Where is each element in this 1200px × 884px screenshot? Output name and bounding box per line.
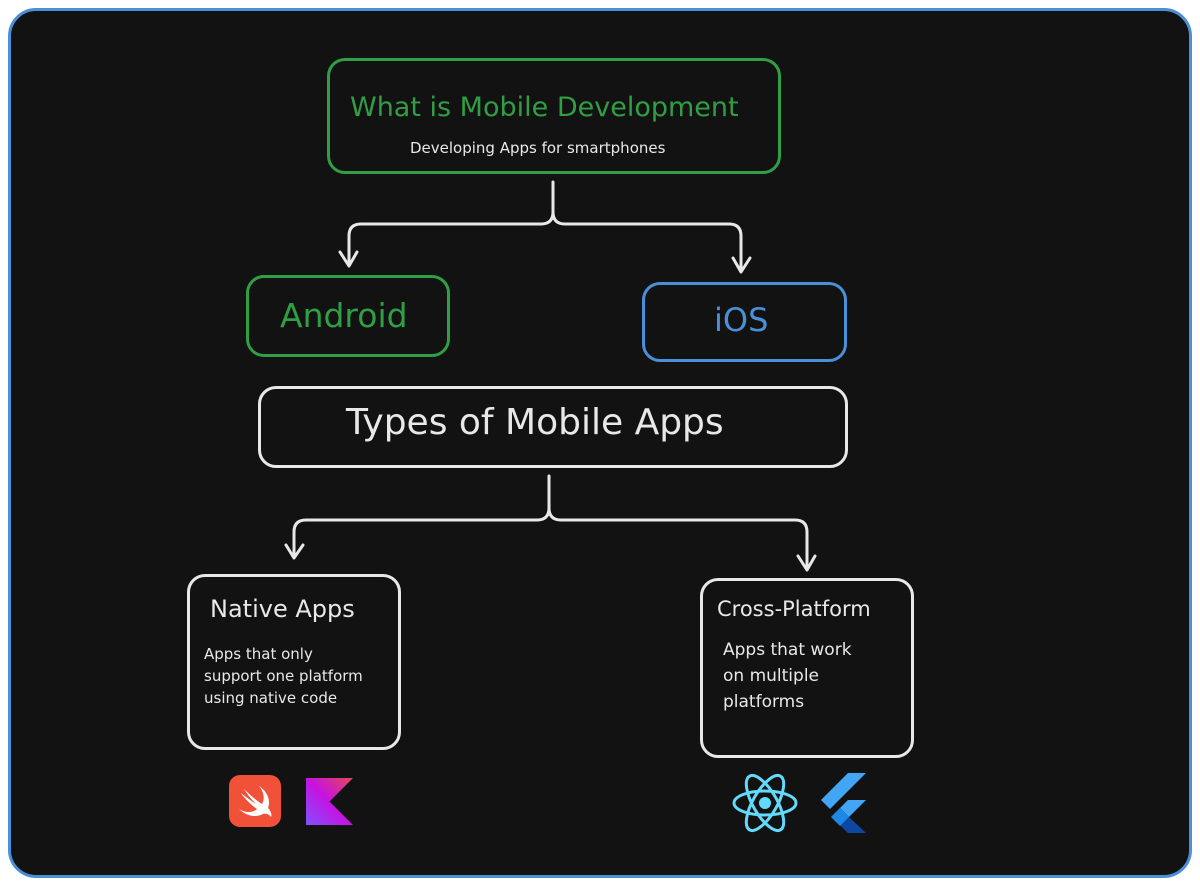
cross-platform-line-2: on multiple [723, 666, 819, 686]
native-apps-title: Native Apps [210, 595, 355, 623]
cross-platform-line-1: Apps that work [723, 640, 852, 660]
arrowhead-native [284, 543, 305, 560]
arrowhead-android [338, 250, 359, 268]
flutter-logo-icon [821, 773, 866, 833]
connector-types-stem [292, 474, 551, 558]
connector-types-right [547, 506, 809, 570]
swift-logo-icon [229, 775, 281, 827]
native-apps-line-1: Apps that only [204, 645, 313, 663]
android-node [246, 275, 450, 357]
connector-root-right [551, 210, 743, 272]
cross-platform-node [700, 578, 914, 758]
canvas-frame [8, 8, 1192, 878]
cross-platform-title: Cross-Platform [717, 597, 871, 621]
root-node [327, 58, 781, 174]
arrowhead-ios [731, 256, 752, 274]
ios-node [642, 282, 847, 362]
android-label: Android [280, 296, 408, 335]
types-title: Types of Mobile Apps [346, 402, 724, 443]
native-apps-node [187, 574, 401, 750]
kotlin-logo-icon [306, 778, 353, 825]
connector-root-stem [347, 180, 555, 266]
ios-label: iOS [714, 301, 769, 339]
arrowhead-cross [796, 554, 817, 572]
native-apps-line-2: support one platform [204, 667, 363, 685]
react-logo-icon [732, 773, 798, 833]
native-apps-line-3: using native code [204, 689, 338, 707]
types-node [258, 386, 848, 468]
root-title: What is Mobile Development [350, 92, 739, 123]
root-subtitle: Developing Apps for smartphones [410, 139, 666, 157]
cross-platform-line-3: platforms [723, 692, 805, 712]
